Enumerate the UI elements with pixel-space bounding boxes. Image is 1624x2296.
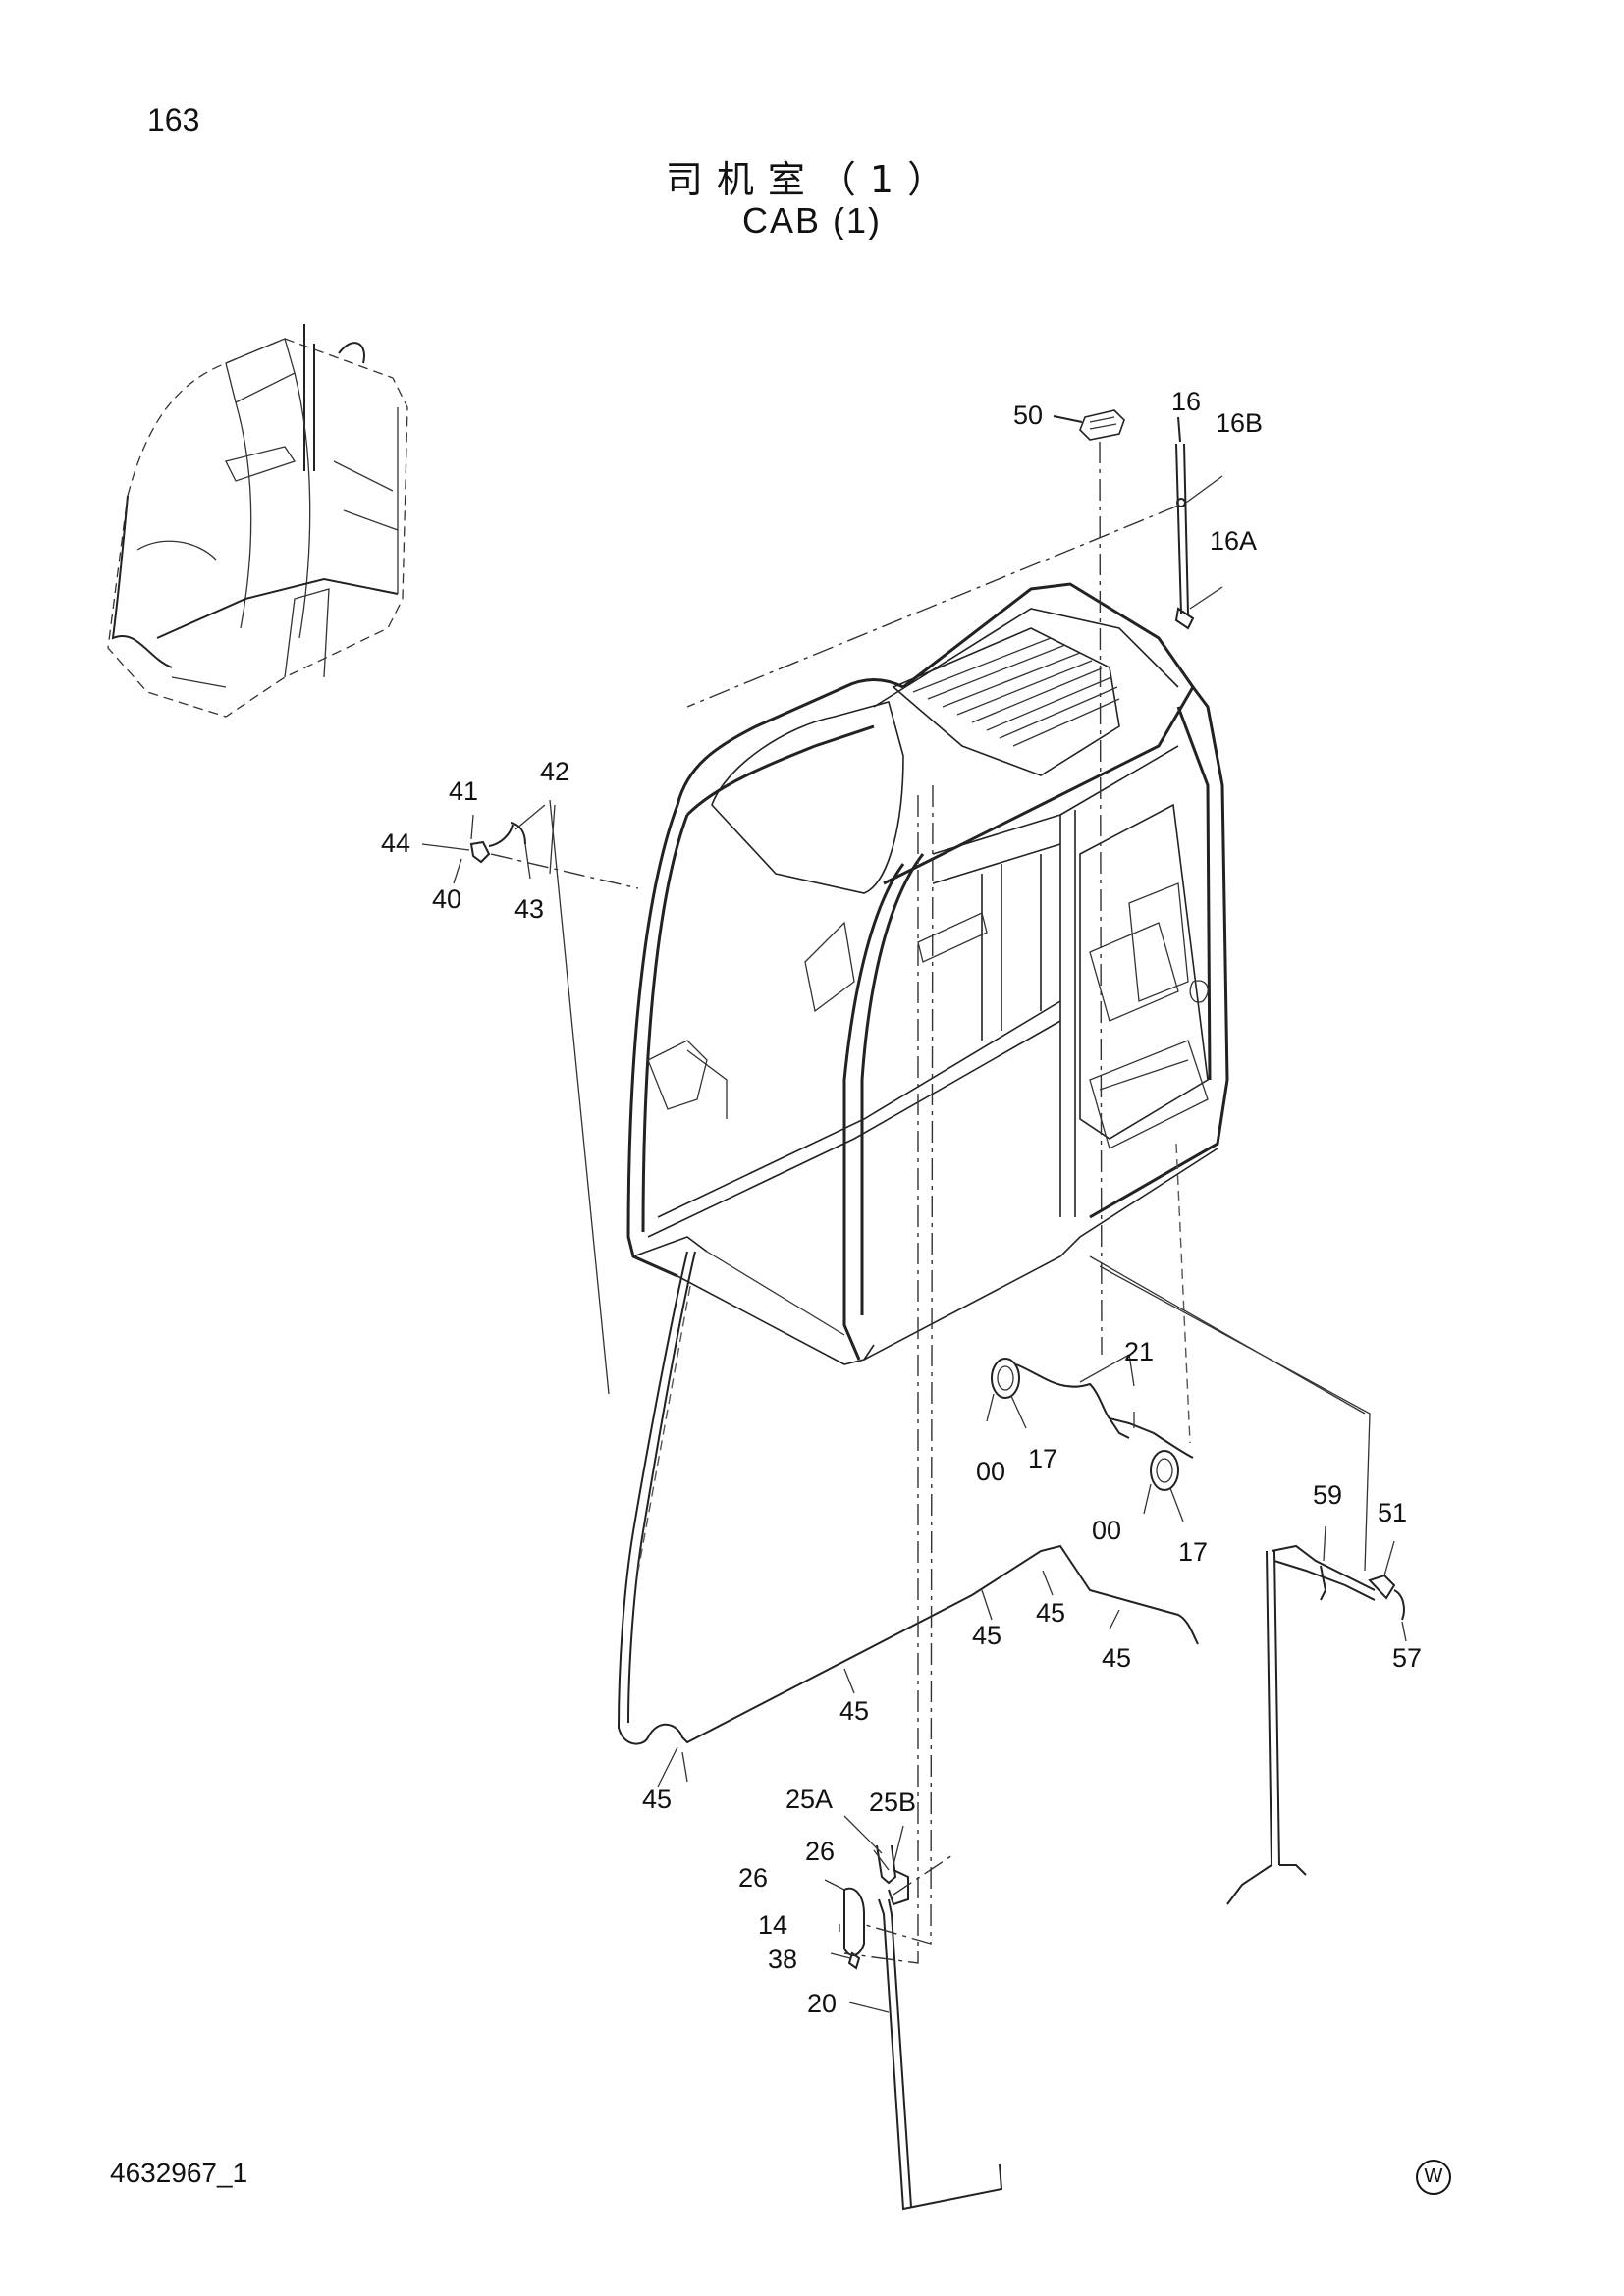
callout-45-c: 45 <box>1102 1643 1131 1673</box>
callout-57: 57 <box>1392 1643 1422 1673</box>
callout-14: 14 <box>758 1910 787 1940</box>
speaker-leader-line <box>1175 1143 1191 1444</box>
part-17-speaker-left <box>986 1358 1027 1429</box>
callout-45-b: 45 <box>1036 1598 1065 1628</box>
main-cab-frame <box>626 582 1229 1365</box>
part-50-lamp <box>1053 409 1125 1356</box>
callout-16: 16 <box>1171 387 1201 416</box>
parts-40-44-switch <box>421 799 639 1395</box>
part-45-harness <box>617 1251 1199 1788</box>
callout-00-right: 00 <box>1092 1516 1121 1545</box>
callout-16A: 16A <box>1210 526 1257 556</box>
callout-26-upper: 26 <box>805 1837 835 1866</box>
parts-51-57-59 <box>1099 1265 1407 1905</box>
document-number: 4632967_1 <box>110 2158 248 2188</box>
callout-17-right: 17 <box>1178 1537 1208 1567</box>
title-english: CAB (1) <box>741 200 883 240</box>
parts-14-20-25-26-38 <box>824 784 1003 2211</box>
callout-42: 42 <box>540 757 569 786</box>
callout-00-left: 00 <box>976 1457 1005 1486</box>
part-16-assembly <box>686 416 1223 708</box>
roof-vent-grill <box>912 637 1120 747</box>
part-21-harness <box>1015 1354 1194 1459</box>
callout-41: 41 <box>449 776 478 806</box>
page-number: 163 <box>147 102 200 137</box>
callout-59: 59 <box>1313 1480 1342 1510</box>
callout-25A: 25A <box>785 1785 833 1814</box>
callout-labels: 50 16 16B 16A 41 42 44 40 43 21 00 17 00… <box>381 387 1422 2018</box>
callout-17-left: 17 <box>1028 1444 1057 1473</box>
callout-50: 50 <box>1013 400 1043 430</box>
callout-44: 44 <box>381 828 410 858</box>
callout-16B: 16B <box>1216 408 1263 438</box>
inset-cab-thumbnail <box>107 324 408 718</box>
callout-43: 43 <box>514 894 544 924</box>
callout-45-d: 45 <box>839 1696 869 1726</box>
leader-line-59 <box>1089 1255 1366 1415</box>
callout-40: 40 <box>432 884 461 914</box>
callout-38: 38 <box>768 1945 797 1974</box>
callout-45-a: 45 <box>972 1621 1001 1650</box>
callout-45-e: 45 <box>642 1785 672 1814</box>
callout-20: 20 <box>807 1989 837 2018</box>
watermark-circle-icon: W <box>1416 2160 1451 2195</box>
callout-25B: 25B <box>869 1788 916 1817</box>
title-chinese: 司机室（1） <box>665 158 959 201</box>
part-17-speaker-right <box>1143 1450 1184 1522</box>
callout-21: 21 <box>1124 1337 1154 1366</box>
callout-26-lower: 26 <box>738 1863 768 1893</box>
callout-51: 51 <box>1378 1498 1407 1527</box>
